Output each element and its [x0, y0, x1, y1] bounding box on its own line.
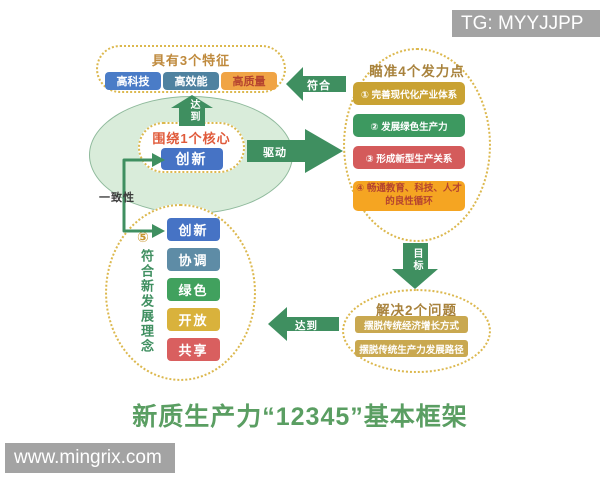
core-title: 围绕1个核心 [152, 131, 231, 146]
core-innovation-box: 创新 [160, 148, 223, 170]
reach-up-arrow-label: 达到 [188, 99, 199, 123]
consistency-label: 一致性 [99, 192, 135, 204]
principle-coordination: 协调 [167, 248, 220, 271]
focus-points-title: 瞄准4个发力点 [369, 64, 465, 79]
principle-green: 绿色 [167, 278, 220, 301]
watermark-website: www.mingrix.com [5, 443, 175, 473]
feature-high-efficiency: 高效能 [163, 72, 219, 90]
watermark-telegram: TG: MYYJJPP [452, 10, 600, 37]
principle-sharing: 共享 [167, 338, 220, 361]
drive-arrow-label: 驱动 [263, 147, 287, 159]
principles-vertical-label: 符合新发展理念 [139, 249, 154, 354]
problem-1: 摆脱传统经济增长方式 [355, 316, 468, 333]
principle-openness: 开放 [167, 308, 220, 331]
conform-arrow-label: 符合 [307, 80, 331, 92]
problem-2: 摆脱传统生产力发展路径 [355, 340, 468, 357]
principle-innovation: 创新 [167, 218, 220, 241]
principles-number-badge: ⑤ [137, 229, 149, 245]
features-row: 高科技 高效能 高质量 [98, 72, 284, 90]
feature-high-quality: 高质量 [221, 72, 277, 90]
main-title: 新质生产力“12345”基本框架 [132, 403, 468, 431]
features-title: 具有3个特征 [151, 53, 231, 68]
focus-point-1: ① 完善现代化产业体系 [353, 82, 465, 105]
features-group: 具有3个特征 高科技 高效能 高质量 [96, 45, 286, 93]
core-group: 围绕1个核心 创新 [138, 122, 245, 173]
feature-high-tech: 高科技 [105, 72, 161, 90]
goal-arrow-label: 目标 [411, 248, 422, 272]
focus-point-4: ④ 畅通教育、科技、人才的良性循环 [353, 181, 465, 211]
focus-point-2: ② 发展绿色生产力 [353, 114, 465, 137]
focus-point-3: ③ 形成新型生产关系 [353, 146, 465, 169]
problems-title: 解决2个问题 [375, 303, 457, 318]
reach-left-arrow-label: 达到 [295, 320, 318, 332]
